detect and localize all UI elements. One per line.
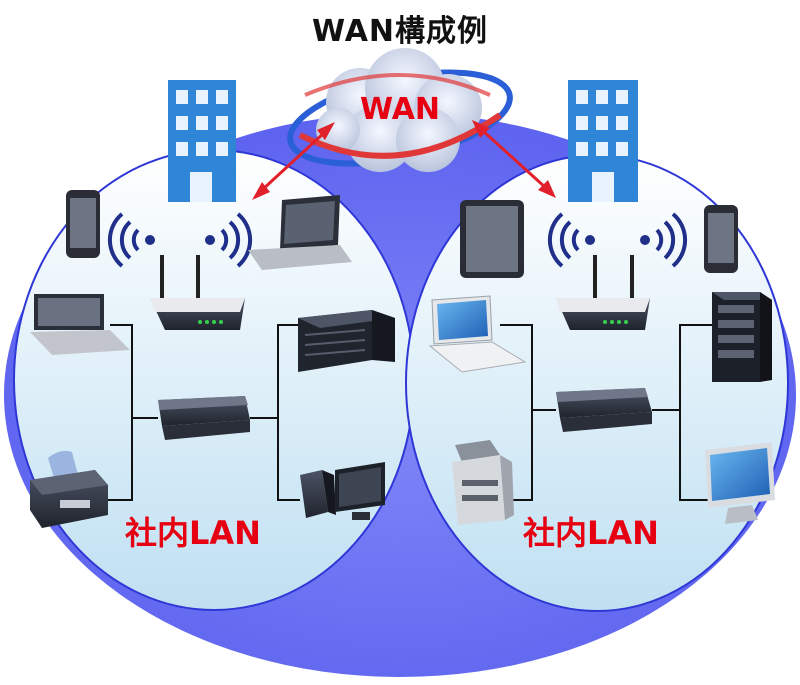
network-switch-icon	[556, 388, 652, 432]
lan-links-left	[105, 324, 300, 501]
cloud-icon	[287, 48, 513, 172]
wan-label: WAN	[359, 92, 441, 127]
laptop-icon	[248, 195, 352, 270]
diagram-title: WAN構成例	[311, 14, 489, 49]
wifi-icon	[547, 212, 595, 268]
server-icon	[298, 310, 395, 372]
wifi-icon	[107, 212, 155, 268]
wan-link-arrow-left	[252, 122, 335, 200]
wan-link-arrow-right	[472, 120, 556, 198]
smartphone-icon	[704, 205, 738, 273]
monitor-icon	[705, 442, 775, 524]
rack-server-icon	[712, 292, 772, 382]
tablet-icon	[460, 200, 524, 278]
laptop-icon	[428, 295, 527, 373]
lan-links-right	[500, 324, 712, 501]
multifunction-printer-icon	[452, 440, 514, 525]
wifi-router-icon	[150, 255, 245, 330]
desktop-pc-icon	[300, 470, 336, 518]
network-switch-icon	[158, 396, 250, 440]
wifi-icon	[205, 212, 253, 268]
printer-icon	[30, 450, 108, 528]
building-icon	[168, 80, 236, 202]
wifi-router-icon	[556, 255, 650, 330]
wifi-icon	[640, 212, 688, 268]
laptop-icon	[30, 294, 130, 355]
building-icon	[568, 80, 638, 202]
lan-label-left: 社内LAN	[125, 514, 261, 552]
lan-label-right: 社内LAN	[523, 514, 659, 552]
smartphone-icon	[66, 190, 100, 258]
monitor-icon	[335, 462, 385, 520]
